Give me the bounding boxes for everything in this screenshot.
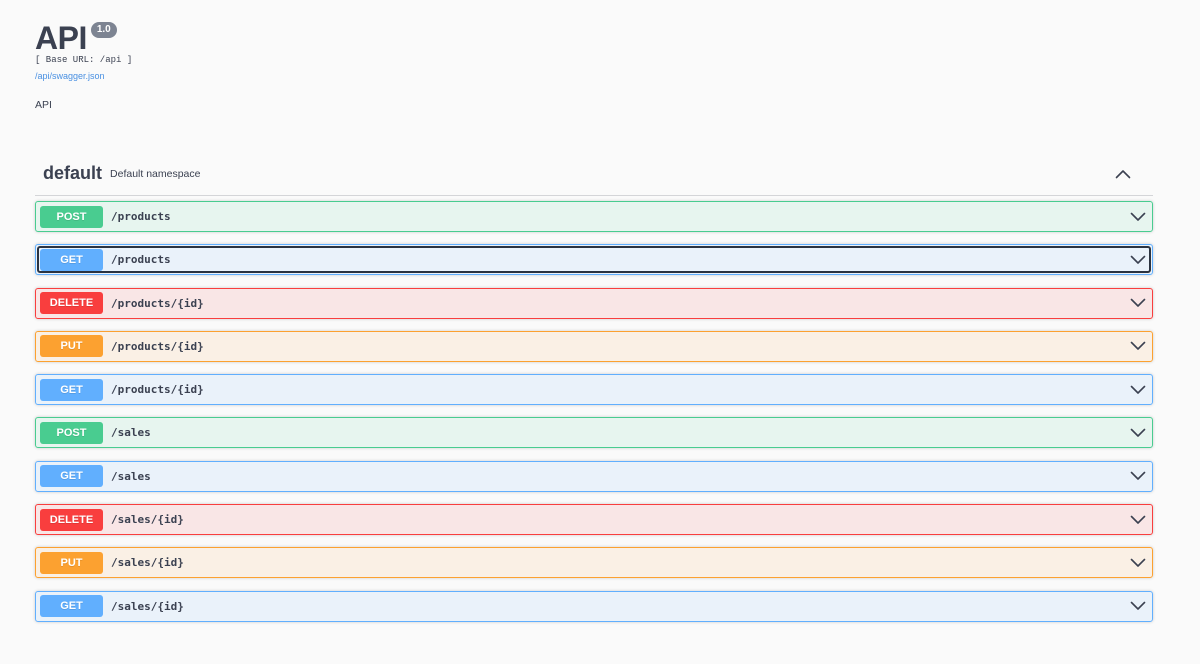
method-badge: POST: [40, 421, 103, 444]
chevron-down-icon[interactable]: [1130, 555, 1146, 571]
method-badge: GET: [40, 465, 103, 488]
focus-ring: [38, 464, 1150, 489]
endpoint-path: /products/{id}: [111, 339, 204, 353]
focus-ring: [38, 377, 1150, 402]
chevron-down-icon[interactable]: [1130, 338, 1146, 354]
namespace-header[interactable]: default Default namespace: [35, 152, 1153, 196]
operation-row-delete-2[interactable]: DELETE/products/{id}: [35, 287, 1153, 319]
method-badge: PUT: [40, 335, 103, 358]
focus-ring: [38, 334, 1150, 359]
chevron-down-icon[interactable]: [1130, 252, 1146, 268]
endpoint-path: /products/{id}: [111, 383, 204, 397]
endpoint-path: /sales/{id}: [111, 599, 184, 613]
method-badge: PUT: [40, 551, 103, 574]
chevron-up-icon[interactable]: [1113, 164, 1133, 184]
operation-row-put-8[interactable]: PUT/sales/{id}: [35, 547, 1153, 579]
chevron-down-icon[interactable]: [1130, 468, 1146, 484]
endpoint-path: /sales: [111, 426, 151, 440]
chevron-down-icon[interactable]: [1130, 295, 1146, 311]
base-url: [ Base URL: /api ]: [35, 55, 133, 65]
chevron-down-icon[interactable]: [1130, 209, 1146, 225]
operation-row-post-5[interactable]: POST/sales: [35, 417, 1153, 449]
endpoint-path: /products: [111, 253, 171, 267]
focus-ring: [38, 550, 1150, 575]
version-badge: 1.0: [90, 22, 117, 38]
method-badge: GET: [40, 248, 103, 271]
operation-row-get-4[interactable]: GET/products/{id}: [35, 374, 1153, 406]
api-info: API 1.0 [ Base URL: /api ] /api/swagger.…: [35, 0, 1152, 112]
focus-ring: [38, 204, 1150, 229]
endpoint-path: /products: [111, 210, 171, 223]
method-badge: GET: [40, 595, 103, 618]
method-badge: DELETE: [40, 508, 103, 531]
focus-ring: [37, 246, 1151, 274]
operation-row-post-0[interactable]: POST/products: [35, 201, 1153, 232]
method-badge: GET: [40, 378, 103, 401]
chevron-down-icon[interactable]: [1130, 425, 1146, 441]
operation-row-delete-7[interactable]: DELETE/sales/{id}: [35, 504, 1153, 536]
chevron-down-icon[interactable]: [1130, 512, 1146, 528]
endpoint-path: /sales: [111, 469, 151, 483]
api-description: API: [35, 99, 52, 111]
operation-row-put-3[interactable]: PUT/products/{id}: [35, 330, 1153, 362]
namespace-name: default: [43, 163, 103, 183]
chevron-down-icon[interactable]: [1130, 598, 1146, 614]
namespace-description: Default namespace: [110, 167, 201, 180]
endpoint-path: /sales/{id}: [111, 513, 184, 527]
method-badge: DELETE: [40, 292, 103, 315]
endpoint-path: /products/{id}: [111, 296, 204, 310]
focus-ring: [38, 507, 1150, 532]
focus-ring: [38, 594, 1150, 619]
title-row: API 1.0: [35, 20, 1152, 56]
operation-row-get-1[interactable]: GET/products: [35, 244, 1153, 276]
operation-row-get-9[interactable]: GET/sales/{id}: [35, 590, 1153, 622]
endpoint-path: /sales/{id}: [111, 556, 184, 570]
api-title: API: [35, 20, 87, 56]
chevron-down-icon[interactable]: [1130, 382, 1146, 398]
swagger-json-link[interactable]: /api/swagger.json: [35, 71, 105, 81]
focus-ring: [38, 420, 1150, 445]
operation-row-get-6[interactable]: GET/sales: [35, 460, 1153, 492]
focus-ring: [38, 291, 1150, 316]
method-badge: POST: [40, 205, 103, 228]
